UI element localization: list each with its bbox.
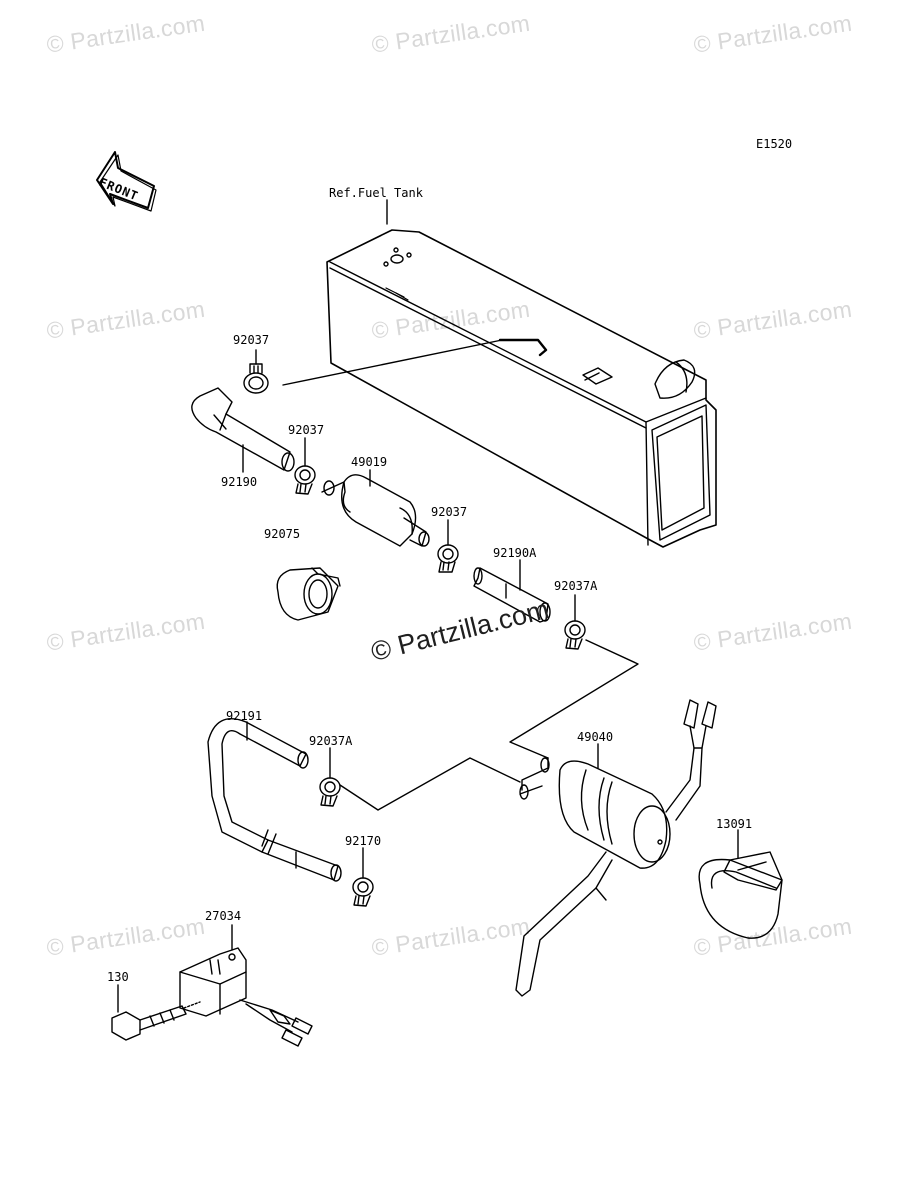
pump-49040 <box>515 699 717 997</box>
front-arrow-icon <box>96 151 157 212</box>
leader-line <box>339 757 521 811</box>
part-label-130[interactable]: 130 <box>107 970 129 984</box>
part-label-13091[interactable]: 13091 <box>716 817 753 831</box>
fuel-tank <box>326 229 717 548</box>
hose-92190a <box>473 567 551 623</box>
filter-49019 <box>321 474 430 547</box>
clamp-92037a-left <box>319 777 341 807</box>
part-label-27034[interactable]: 27034 <box>205 909 242 923</box>
part-label-92037[interactable]: 92037 <box>233 333 270 347</box>
part-label-92170[interactable]: 92170 <box>345 834 382 848</box>
part-label-92191[interactable]: 92191 <box>226 709 263 723</box>
hose-92191 <box>207 718 342 882</box>
part-label-92075[interactable]: 92075 <box>264 527 301 541</box>
diagram-code: E1520 <box>756 137 793 151</box>
part-label-92037[interactable]: 92037 <box>288 423 325 437</box>
clamp-92037-top <box>243 363 269 394</box>
hose-92190 <box>191 387 295 472</box>
part-label-92190[interactable]: 92190 <box>221 475 258 489</box>
relay-27034 <box>179 947 313 1047</box>
leader-line <box>282 339 503 386</box>
part-label-92190a[interactable]: 92190A <box>493 546 537 560</box>
clamp-92037a-right <box>564 620 586 650</box>
clip-92170 <box>352 877 374 907</box>
band-13091 <box>698 851 783 939</box>
part-label-92037[interactable]: 92037 <box>431 505 468 519</box>
part-label-92037a[interactable]: 92037A <box>554 579 598 593</box>
bolt-130 <box>111 1001 201 1041</box>
clamp-92037-filter <box>437 544 459 573</box>
part-label-92037a[interactable]: 92037A <box>309 734 353 748</box>
part-label-ref-fuel-tank: Ref.Fuel Tank <box>329 186 423 200</box>
part-label-49040[interactable]: 49040 <box>577 730 614 744</box>
part-label-49019[interactable]: 49019 <box>351 455 388 469</box>
leader-line <box>509 639 639 759</box>
clamp-92037-mid <box>294 465 316 495</box>
holder-92075 <box>276 567 341 621</box>
